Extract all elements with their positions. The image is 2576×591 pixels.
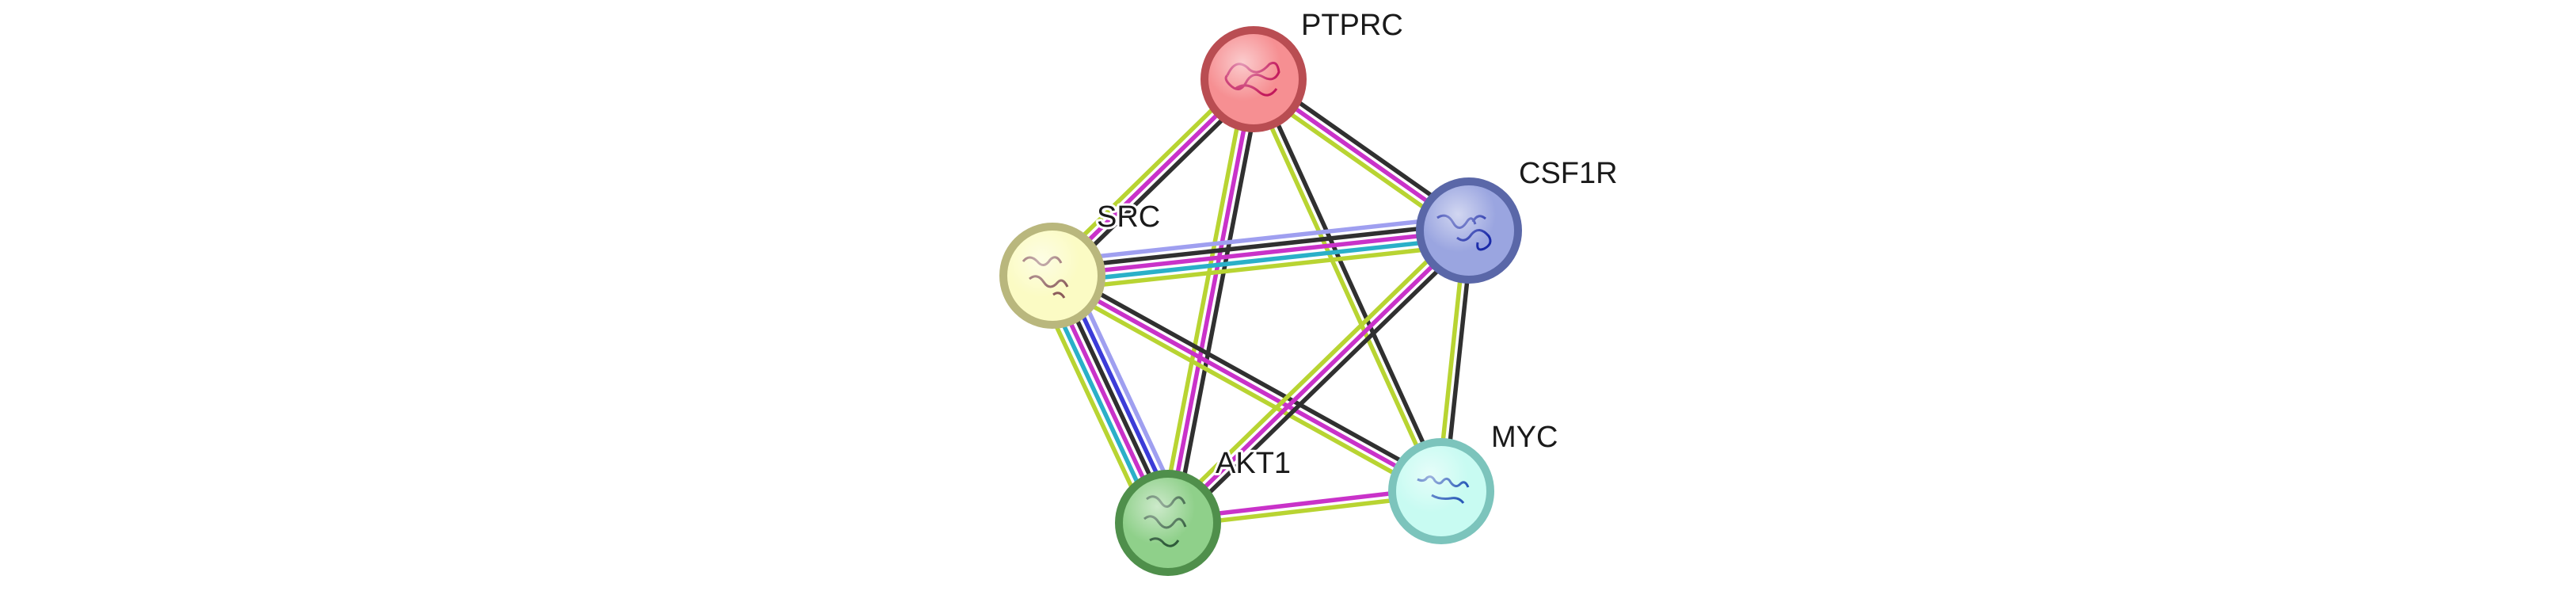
- node-label-ptprc: PTPRC: [1301, 9, 1403, 42]
- edge-src-csf1r-databases[interactable]: [1052, 235, 1471, 285]
- edge-src-myc-experiments[interactable]: [1051, 273, 1443, 494]
- edge-csf1r-akt1-coexpression[interactable]: [1171, 234, 1476, 530]
- edge-src-myc-coexpression[interactable]: [1055, 267, 1446, 487]
- node-label-csf1r: CSF1R: [1519, 157, 1618, 190]
- node-csf1r-gloss: [1424, 185, 1514, 276]
- nodes-layer: PTPRC CSF1R SRC MYC AKT1: [999, 6, 1620, 576]
- edge-ptprc-akt1-experiments[interactable]: [1166, 78, 1256, 524]
- node-src[interactable]: SRC: [999, 198, 1162, 329]
- edge-src-csf1r-experiments[interactable]: [1052, 228, 1470, 278]
- node-akt1[interactable]: AKT1: [1115, 444, 1293, 576]
- edge-src-myc-textmining[interactable]: [1048, 280, 1439, 500]
- node-myc-gloss: [1396, 446, 1486, 536]
- node-csf1r[interactable]: CSF1R: [1416, 154, 1620, 284]
- edge-src-csf1r-gene_fusion[interactable]: [1050, 214, 1468, 264]
- node-label-myc: MYC: [1491, 421, 1558, 454]
- edge-src-csf1r-textmining[interactable]: [1053, 242, 1471, 292]
- edge-ptprc-akt1-textmining[interactable]: [1159, 77, 1249, 522]
- node-label-akt1: AKT1: [1216, 447, 1291, 480]
- node-ptprc[interactable]: PTPRC: [1200, 6, 1406, 132]
- node-src-gloss: [1007, 231, 1098, 321]
- node-akt1-gloss: [1123, 478, 1213, 568]
- edge-csf1r-akt1-textmining[interactable]: [1161, 223, 1466, 520]
- edge-ptprc-akt1-coexpression[interactable]: [1173, 80, 1263, 525]
- edge-ptprc-myc-textmining[interactable]: [1248, 79, 1440, 494]
- node-label-src: SRC: [1097, 200, 1160, 234]
- node-myc[interactable]: MYC: [1388, 418, 1560, 544]
- edge-ptprc-myc-coexpression[interactable]: [1254, 76, 1447, 491]
- edge-src-csf1r-coexpression[interactable]: [1051, 221, 1469, 271]
- edge-csf1r-akt1-experiments[interactable]: [1166, 229, 1471, 524]
- node-ptprc-gloss: [1208, 34, 1299, 124]
